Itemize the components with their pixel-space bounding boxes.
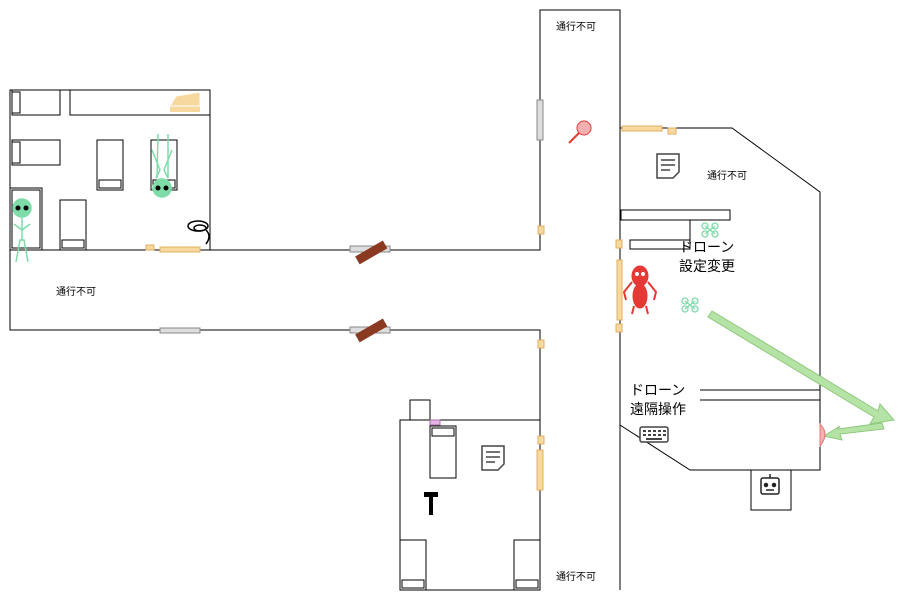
drone-remote-label: ドローン 遠隔操作 <box>630 382 686 420</box>
alien-icon[interactable] <box>151 133 173 198</box>
bottom-room-alcove <box>409 399 431 421</box>
impassable-label-bottom: 通行不可 <box>556 572 596 583</box>
right-room <box>619 127 821 471</box>
door-marker[interactable] <box>537 435 545 445</box>
right-room-lower-partition <box>700 389 821 401</box>
bed-icon <box>9 187 43 251</box>
hammer-icon[interactable] <box>424 492 438 515</box>
drone-icon[interactable] <box>701 222 719 238</box>
bed-icon <box>399 539 427 591</box>
door-open[interactable] <box>616 259 623 321</box>
drone-settings-label: ドローン 設定変更 <box>679 239 735 277</box>
bed-icon <box>96 139 124 191</box>
door-marker[interactable] <box>615 323 623 333</box>
door-closed[interactable] <box>536 99 544 141</box>
door-marker[interactable] <box>537 225 545 235</box>
drone-remote-line2: 遠隔操作 <box>630 402 686 418</box>
door-broken[interactable] <box>349 240 391 265</box>
arrow-icon <box>707 310 895 441</box>
right-room-inner-wall-1 <box>620 209 731 221</box>
door-open[interactable] <box>145 244 201 253</box>
drone-settings-line1: ドローン <box>679 240 735 256</box>
door-marker[interactable] <box>537 339 545 349</box>
robot-terminal-icon[interactable] <box>760 474 780 495</box>
keyboard-icon[interactable] <box>639 426 669 443</box>
alien-icon[interactable] <box>12 198 32 263</box>
drone-icon[interactable] <box>681 297 699 313</box>
impassable-label-top: 通行不可 <box>556 22 596 33</box>
bottom-room <box>399 419 541 591</box>
impassable-label-right-room: 通行不可 <box>707 171 747 182</box>
terminal-room <box>750 469 792 511</box>
note-icon[interactable] <box>481 445 505 471</box>
drone-settings-line2: 設定変更 <box>679 259 735 275</box>
door-open[interactable] <box>536 449 544 491</box>
crate-icon[interactable] <box>169 91 201 112</box>
red-creature-icon[interactable] <box>622 265 658 315</box>
bed-icon <box>11 139 61 166</box>
drone-remote-line1: ドローン <box>630 383 686 399</box>
door-closed[interactable] <box>159 327 201 334</box>
key-icon[interactable] <box>568 120 592 144</box>
bed-icon <box>429 425 457 479</box>
bed-icon <box>59 199 87 251</box>
door-broken[interactable] <box>349 318 391 343</box>
rope-icon[interactable] <box>187 220 210 245</box>
exit-marker[interactable] <box>819 422 826 448</box>
impassable-label-left: 通行不可 <box>56 287 96 298</box>
bed-icon <box>11 89 61 116</box>
bed-icon <box>513 539 541 591</box>
right-room-inner-wall-2 <box>629 239 691 250</box>
note-icon[interactable] <box>656 153 680 179</box>
door-marker[interactable] <box>615 239 623 249</box>
door-open[interactable] <box>621 125 677 135</box>
pink-item[interactable] <box>429 419 441 426</box>
